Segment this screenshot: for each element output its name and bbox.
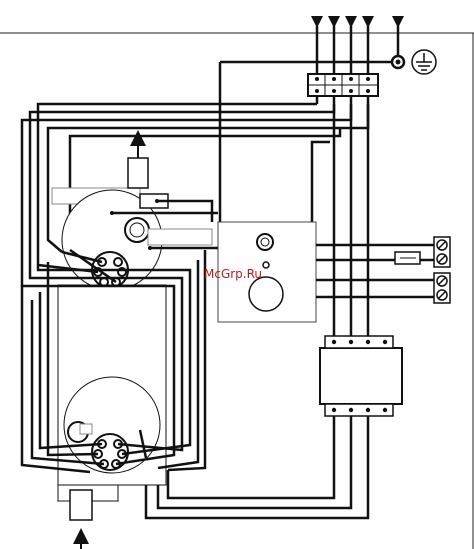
supply-lines <box>315 26 400 74</box>
supply-arrows <box>311 16 404 28</box>
thermostat-knob <box>248 276 284 312</box>
control-wires <box>316 243 434 299</box>
outlet-arrow <box>127 130 149 189</box>
contactor-feed-wires <box>315 96 370 338</box>
ground-terminal <box>218 49 437 222</box>
inlet-arrow <box>69 489 93 549</box>
supply-arrow-l3-icon <box>345 16 357 28</box>
supply-arrow-n-icon <box>362 16 374 28</box>
upper-heater <box>51 187 213 291</box>
tank-body <box>57 284 167 502</box>
supply-arrow-l1-icon <box>311 16 323 28</box>
watermark: McGrp.Ru <box>204 267 262 281</box>
thermostat-box <box>217 221 317 323</box>
supply-arrow-l2-icon <box>328 16 340 28</box>
control-terminal-lower <box>433 272 451 304</box>
control-terminal-upper <box>433 236 451 268</box>
arrow-up-icon <box>130 130 146 146</box>
tank-loop-wires <box>20 250 207 474</box>
supply-terminal-block <box>307 73 379 97</box>
arrow-up-icon <box>73 528 89 544</box>
contactor <box>319 335 403 417</box>
supply-arrow-pe-icon <box>392 16 404 28</box>
contactor-output-wires <box>144 416 370 520</box>
